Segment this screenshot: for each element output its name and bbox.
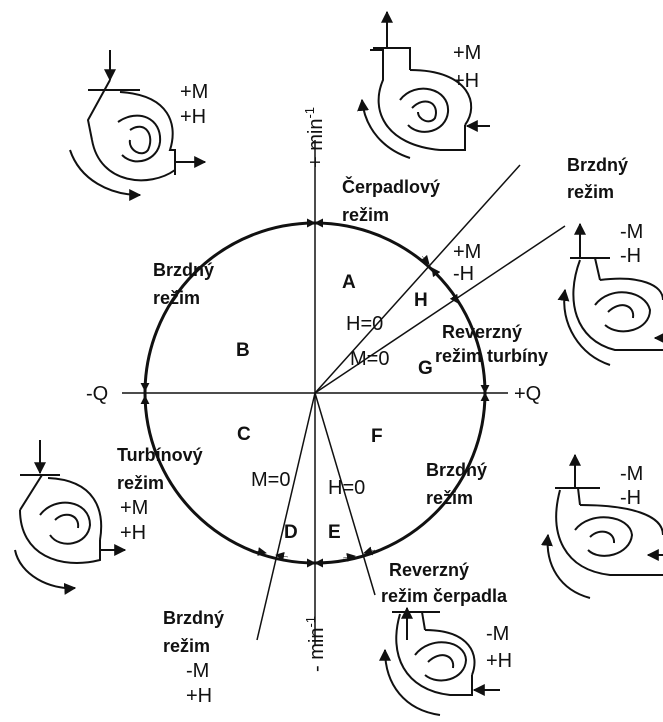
svg-text:režim: režim <box>567 182 614 202</box>
quadrant-a: A <box>342 272 356 293</box>
circle-arrows <box>140 218 490 568</box>
svg-text:+M: +M <box>180 81 208 103</box>
quadrant-e: E <box>328 522 341 543</box>
svg-text:režim: režim <box>153 288 200 308</box>
svg-text:+H: +H <box>186 685 212 707</box>
signs-right-upper-pump: -M -H <box>620 221 643 267</box>
svg-text:+M: +M <box>120 497 148 519</box>
svg-text:-M: -M <box>620 221 643 243</box>
axis-label-pos-speed: + min-1 <box>302 107 327 168</box>
svg-text:-M: -M <box>486 623 509 645</box>
svg-text:Brzdný: Brzdný <box>426 460 487 480</box>
signs-right-lower-pump: -M -H <box>620 463 643 509</box>
svg-text:režim turbíny: režim turbíny <box>435 346 548 366</box>
quadrant-d: D <box>284 522 298 543</box>
axis-label-neg-speed: - min-1 <box>303 616 328 672</box>
svg-text:-H: -H <box>620 487 641 509</box>
signs-turbine-left: +M +H <box>120 497 148 544</box>
svg-text:+M: +M <box>453 241 481 263</box>
pump-icon-top <box>357 10 490 159</box>
mode-brake-bottom-left: Brzdný režim <box>163 608 224 656</box>
svg-text:-M: -M <box>620 463 643 485</box>
svg-text:Brzdný: Brzdný <box>567 155 628 175</box>
line-h0-upper <box>314 164 521 394</box>
line-m0-lower <box>256 392 316 641</box>
svg-text:režim: režim <box>342 205 389 225</box>
mode-brake-top-left: Brzdný režim <box>153 260 214 308</box>
pump-icon-right-upper <box>557 222 663 366</box>
mode-pump: Čerpadlový režim <box>342 176 440 225</box>
pump-icon-bottom <box>379 606 500 716</box>
mode-reverse-turbine: Reverzný režim turbíny <box>435 322 548 366</box>
quadrant-c: C <box>237 424 251 445</box>
svg-text:režim: režim <box>117 473 164 493</box>
svg-text:+H: +H <box>120 522 146 544</box>
quadrant-g: G <box>418 358 433 379</box>
line-m0-upper <box>314 225 566 394</box>
axis-label-pos-q: +Q <box>514 383 541 405</box>
svg-text:Turbínový: Turbínový <box>117 445 203 465</box>
signs-top-left-pump: +M +H <box>180 81 208 128</box>
label-m0-lower: M=0 <box>251 469 290 491</box>
svg-text:Brzdný: Brzdný <box>163 608 224 628</box>
svg-text:Reverzný: Reverzný <box>389 560 469 580</box>
svg-text:režim: režim <box>163 636 210 656</box>
svg-text:režim čerpadla: režim čerpadla <box>381 586 508 606</box>
svg-text:+H: +H <box>486 650 512 672</box>
axis-label-neg-q: -Q <box>86 383 108 405</box>
label-h0-lower: H=0 <box>328 477 365 499</box>
svg-text:Čerpadlový: Čerpadlový <box>342 176 440 197</box>
svg-text:-H: -H <box>620 245 641 267</box>
quadrant-h: H <box>414 290 428 311</box>
pump-icon-left-turbine <box>14 440 127 595</box>
svg-text:+H: +H <box>453 70 479 92</box>
pump-icon-right-lower <box>540 453 663 599</box>
mode-reverse-pump: Reverzný režim čerpadla <box>381 560 508 606</box>
signs-bottom-left: -M +H <box>186 660 212 707</box>
label-m0-upper: M=0 <box>350 348 389 370</box>
svg-text:Reverzný: Reverzný <box>442 322 522 342</box>
svg-text:+M: +M <box>453 42 481 64</box>
label-h0-upper: H=0 <box>346 313 383 335</box>
svg-text:režim: režim <box>426 488 473 508</box>
svg-text:-M: -M <box>186 660 209 682</box>
signs-top-pump: +M +H <box>453 42 481 92</box>
quadrant-f: F <box>371 426 383 447</box>
svg-text:Brzdný: Brzdný <box>153 260 214 280</box>
svg-text:-H: -H <box>453 263 474 285</box>
svg-text:+H: +H <box>180 106 206 128</box>
mode-brake-right: Brzdný režim <box>426 460 487 508</box>
mode-turbine: Turbínový režim <box>117 445 203 493</box>
svg-text:+ min-1: + min-1 <box>302 107 327 168</box>
signs-sector-h: +M -H <box>453 241 481 285</box>
svg-text:- min-1: - min-1 <box>303 616 328 672</box>
line-h0-lower <box>314 392 376 596</box>
mode-brake-top-right: Brzdný režim <box>567 155 628 202</box>
quadrant-b: B <box>236 340 250 361</box>
pump-icon-top-left <box>69 50 207 201</box>
signs-bottom-pump: -M +H <box>486 623 512 672</box>
